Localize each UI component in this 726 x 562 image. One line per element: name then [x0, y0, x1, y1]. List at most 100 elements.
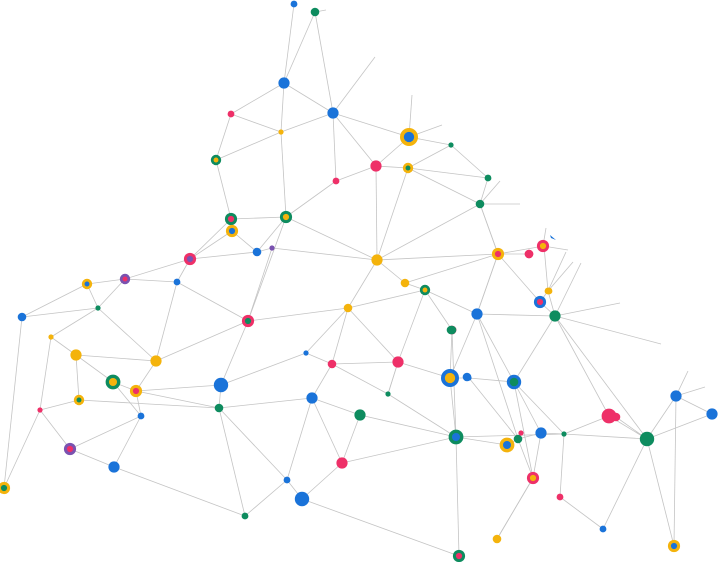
- network-edge: [376, 253, 499, 261]
- network-node: [108, 461, 120, 473]
- node-core: [502, 440, 512, 450]
- node-core: [455, 552, 463, 560]
- network-edge: [314, 11, 334, 114]
- network-node: [400, 128, 418, 146]
- network-node: [533, 295, 547, 309]
- node-core: [137, 412, 145, 420]
- network-node: [536, 239, 550, 253]
- network-edge: [155, 320, 249, 362]
- network-edge: [86, 278, 126, 285]
- network-edge: [215, 159, 232, 220]
- network-edge: [496, 477, 534, 540]
- network-node: [241, 314, 255, 328]
- network-edge: [424, 289, 453, 331]
- network-edge: [404, 253, 499, 284]
- dangling-edge: [554, 262, 582, 317]
- network-edge: [376, 259, 406, 284]
- network-node: [484, 174, 492, 182]
- network-node: [524, 249, 534, 259]
- dangling-edge: [547, 261, 574, 292]
- network-edge: [675, 395, 713, 415]
- node-core: [529, 474, 537, 482]
- node-core: [354, 409, 366, 421]
- network-edge: [554, 315, 610, 417]
- network-edge: [497, 245, 545, 255]
- network-edge: [646, 438, 675, 547]
- dangling-edge: [332, 56, 376, 114]
- network-node: [448, 142, 454, 148]
- node-core: [371, 254, 383, 266]
- node-core: [303, 350, 309, 356]
- network-edge: [331, 361, 399, 365]
- network-edge: [155, 281, 178, 362]
- network-edge: [301, 462, 343, 500]
- network-node: [549, 310, 561, 322]
- node-core: [451, 432, 461, 442]
- network-edge: [646, 395, 677, 440]
- network-edge: [218, 407, 288, 481]
- network-node: [545, 287, 553, 295]
- network-edge: [189, 230, 233, 260]
- node-core: [448, 142, 454, 148]
- node-core: [444, 372, 456, 384]
- network-edge: [407, 144, 452, 169]
- network-node: [81, 278, 93, 290]
- network-edge: [3, 316, 23, 489]
- network-edge: [256, 216, 287, 253]
- network-edge: [280, 131, 287, 218]
- node-core: [122, 276, 128, 282]
- network-edge: [397, 361, 451, 379]
- network-edge: [39, 336, 52, 411]
- network-node: [535, 427, 547, 439]
- node-core: [494, 250, 502, 258]
- network-edge: [424, 289, 478, 315]
- network-node: [332, 177, 340, 185]
- node-core: [70, 349, 82, 361]
- node-core: [336, 457, 348, 469]
- node-core: [283, 476, 291, 484]
- node-core: [48, 334, 54, 340]
- network-edge: [39, 399, 80, 411]
- network-edge: [220, 352, 307, 386]
- node-core: [549, 310, 561, 322]
- network-edge: [347, 259, 378, 309]
- network-edge: [305, 352, 333, 365]
- network-edge: [450, 144, 489, 179]
- network-node: [706, 408, 718, 420]
- network-edge: [347, 307, 399, 363]
- network-edge: [397, 289, 426, 363]
- network-node: [448, 429, 464, 445]
- node-core: [327, 359, 337, 369]
- node-core: [518, 430, 524, 436]
- network-edge: [332, 112, 337, 182]
- network-node: [48, 334, 54, 340]
- network-edge: [332, 112, 410, 138]
- node-core: [639, 431, 655, 447]
- network-node: [354, 409, 366, 421]
- network-node: [183, 252, 197, 266]
- network-edge: [189, 218, 232, 260]
- node-core: [214, 403, 224, 413]
- network-node: [452, 549, 466, 562]
- network-edge: [124, 278, 178, 283]
- network-edge: [218, 407, 246, 517]
- network-node: [402, 162, 414, 174]
- node-core: [556, 493, 564, 501]
- network-edge: [176, 281, 249, 322]
- network-edge: [479, 203, 499, 255]
- dangling-edge: [554, 302, 621, 317]
- network-node: [278, 129, 284, 135]
- node-core: [400, 278, 410, 288]
- network-node: [526, 471, 540, 485]
- node-core: [599, 525, 607, 533]
- network-node: [150, 355, 162, 367]
- network-node: [290, 0, 298, 8]
- network-edge: [3, 409, 41, 489]
- node-core: [310, 7, 320, 17]
- network-edge: [305, 307, 349, 354]
- network-node: [371, 254, 383, 266]
- network-edge: [244, 479, 288, 517]
- node-core: [471, 308, 483, 320]
- network-node: [343, 303, 353, 313]
